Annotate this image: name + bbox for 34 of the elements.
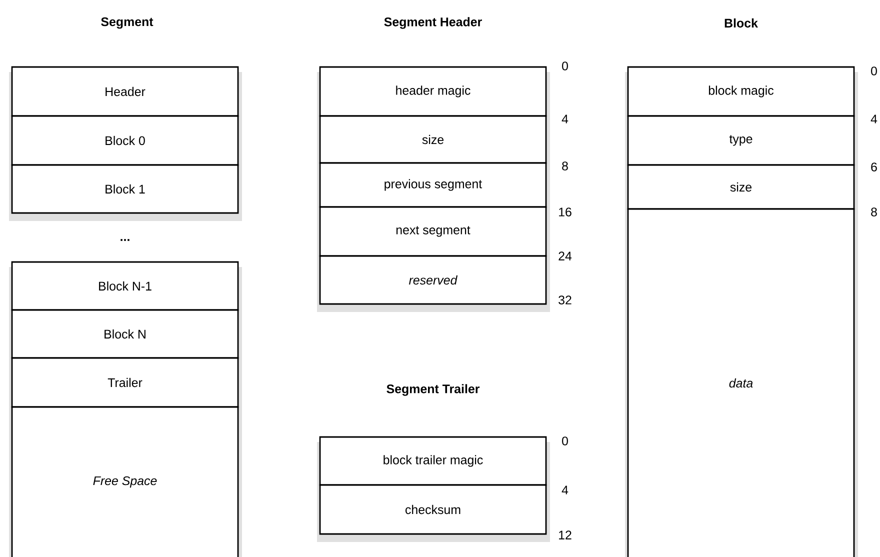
memory-cell: Header [11, 66, 239, 117]
memory-cell: checksum [319, 484, 547, 535]
offset-number: 4 [562, 486, 568, 494]
memory-cell: next segment [319, 206, 547, 257]
offset-number: 0 [871, 66, 877, 76]
memory-cell: block magic [627, 66, 855, 117]
offset-number: 8 [871, 208, 877, 216]
offset-number: 24 [558, 252, 572, 260]
memory-cell: block trailer magic [319, 436, 547, 486]
offset-number: 4 [562, 114, 568, 124]
memory-cell: size [319, 115, 547, 164]
ellipsis: ... [120, 239, 130, 241]
memory-cell: Block 0 [11, 115, 239, 166]
offset-number: 32 [558, 296, 572, 304]
offset-number: 8 [562, 162, 568, 170]
offset-number: 4 [870, 114, 878, 124]
memory-cell: Block N [11, 309, 239, 359]
memory-cell: previous segment [319, 162, 547, 208]
memory-cell: Block 1 [11, 164, 239, 214]
offset-number: 12 [559, 530, 572, 540]
memory-cell: type [627, 115, 855, 166]
memory-cell: Trailer [11, 357, 239, 408]
offset-number: 0 [562, 62, 568, 70]
column-title: Segment Header [384, 17, 482, 29]
column-title: Segment [101, 17, 154, 29]
offset-number: 16 [559, 208, 572, 216]
memory-cell: size [627, 164, 855, 210]
memory-cell: header magic [319, 66, 547, 117]
column-title: Segment Trailer [386, 384, 480, 396]
column-title: Block [724, 18, 758, 28]
offset-number: 0 [562, 436, 568, 446]
offset-number: 6 [871, 162, 877, 172]
memory-cell: reserved [319, 255, 547, 305]
memory-cell: Block N-1 [11, 261, 239, 311]
